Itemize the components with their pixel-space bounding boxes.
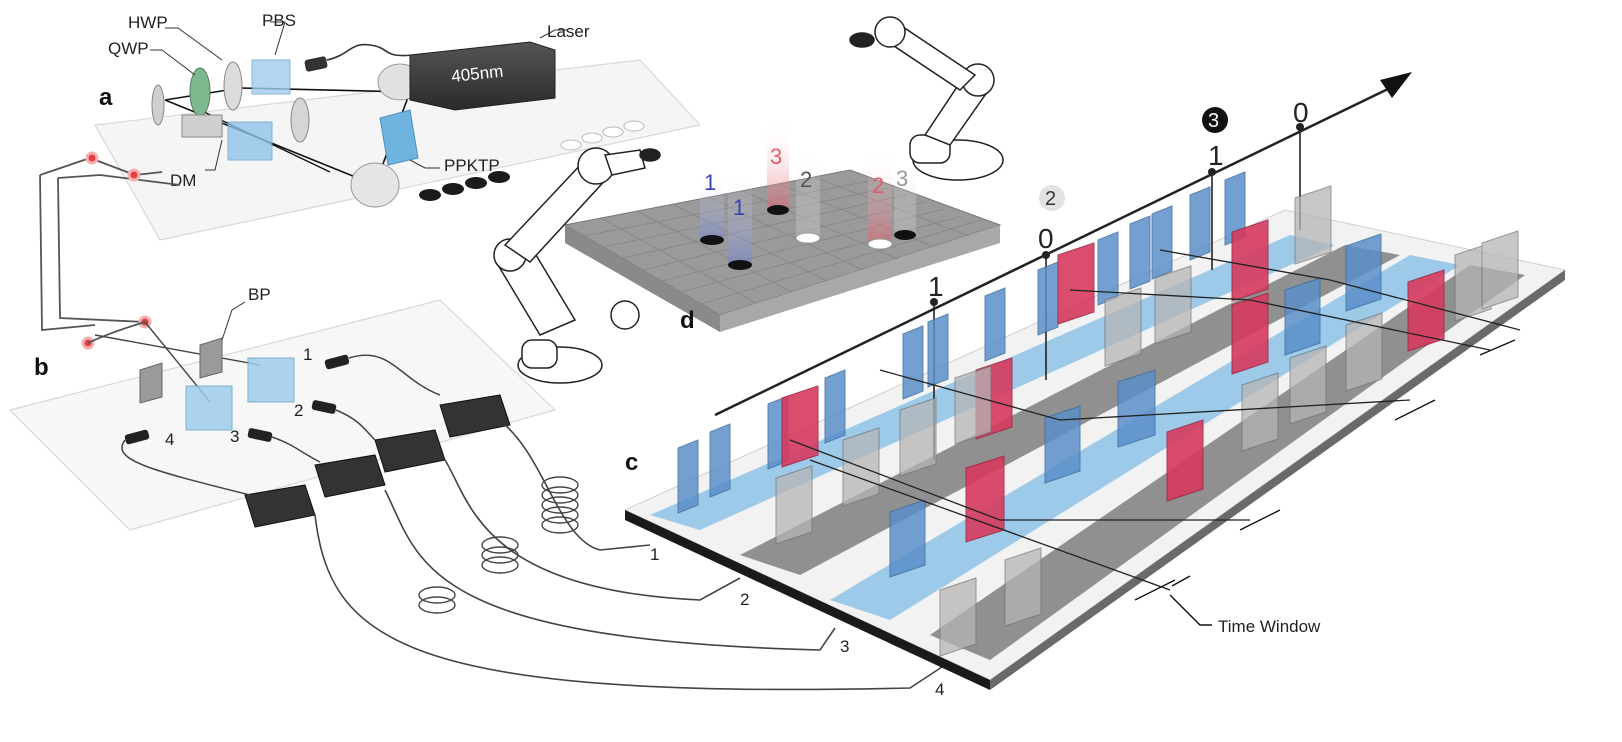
- detector-port-4: 4: [165, 430, 174, 449]
- fiber-output-3: 3: [840, 637, 849, 656]
- ppktp-crystal-icon: [379, 109, 419, 166]
- ppktp-label: PPKTP: [444, 156, 500, 175]
- tower-label-grey-2: 3: [896, 166, 908, 191]
- time-bin-plates: [677, 171, 1521, 657]
- panel-d-label: d: [680, 307, 695, 334]
- detector-port-1: 1: [303, 345, 312, 364]
- pbs-label: PBS: [262, 11, 296, 30]
- time-bin-platform: Time Window 1 0 1 0 2 3: [623, 72, 1567, 690]
- axis-tick-0b: 0: [1293, 97, 1309, 128]
- dm-mirror-icon: [181, 114, 223, 138]
- laser-label: Laser: [547, 22, 590, 41]
- hwp-plate-icon: [223, 61, 243, 111]
- memory-grid-panel: 1 1 3 2 2 3 d: [563, 120, 1002, 334]
- dm-label: DM: [170, 171, 196, 190]
- detector-port-2: 2: [294, 401, 303, 420]
- bp-label: BP: [248, 285, 271, 304]
- pbs-cube-icon: [251, 59, 291, 95]
- fiber-output-2: 2: [740, 590, 749, 609]
- qwp-plate-icon: [189, 67, 211, 117]
- tower-label-grey-1: 2: [800, 167, 812, 192]
- axis-tick-0a: 0: [1038, 223, 1054, 254]
- fiber-output-4: 4: [935, 680, 944, 699]
- panel-b-label: b: [34, 354, 49, 381]
- source-board: 405nm HWP QWP PBS Laser PPKTP DM a: [94, 11, 702, 241]
- tower-label-blue-2: 1: [733, 195, 745, 220]
- robot-arm-left: [493, 147, 661, 384]
- hwp-label: HWP: [128, 13, 168, 32]
- time-window-label: Time Window: [1218, 617, 1321, 636]
- axis-badge-3: 3: [1208, 110, 1219, 132]
- robot-arm-right: [849, 16, 1004, 181]
- fiber-output-1: 1: [650, 545, 659, 564]
- detector-modules: [244, 394, 511, 528]
- detection-board: BP 1 2 3 4 b: [8, 285, 557, 531]
- laser-unit: 405nm: [409, 41, 556, 111]
- axis-arrow-icon: [1380, 72, 1412, 98]
- bp-filter-icon: [199, 337, 223, 379]
- storage-pucks: [419, 120, 645, 201]
- axis-badge-2: 2: [1045, 188, 1056, 210]
- axis-tick-1b: 1: [1208, 140, 1224, 171]
- axis-tick-1a: 1: [928, 271, 944, 302]
- interconnect-fibers: [39, 151, 181, 350]
- tower-label-red-2: 2: [872, 173, 884, 198]
- tower-label-blue-1: 1: [704, 170, 716, 195]
- panel-c-label: c: [625, 449, 638, 476]
- detector-port-3: 3: [230, 427, 239, 446]
- output-fibers: 1 2 3 4: [314, 424, 946, 699]
- panel-a-label: a: [99, 84, 113, 111]
- tower-label-red-1: 3: [770, 144, 782, 169]
- qwp-label: QWP: [108, 39, 149, 58]
